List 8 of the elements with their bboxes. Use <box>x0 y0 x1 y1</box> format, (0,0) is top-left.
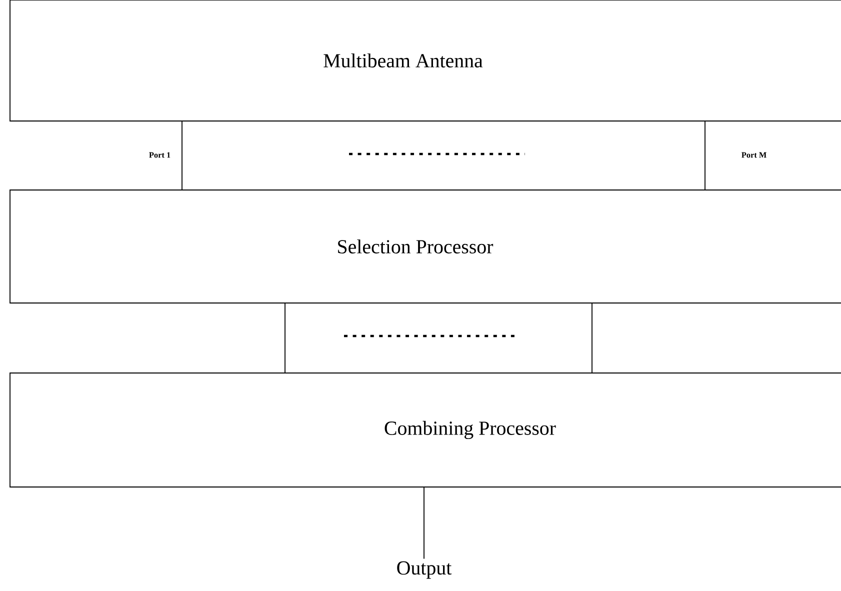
port-label: Port M <box>742 152 766 158</box>
connector-line <box>704 121 706 190</box>
block-box: Combining Processor <box>10 372 841 488</box>
block-box: Multibeam Antenna <box>10 0 841 122</box>
port-label: Port 1 <box>149 152 170 158</box>
block-box: Selection Processor <box>10 190 841 304</box>
output-label: Output <box>397 561 452 579</box>
connector-line <box>284 303 286 373</box>
